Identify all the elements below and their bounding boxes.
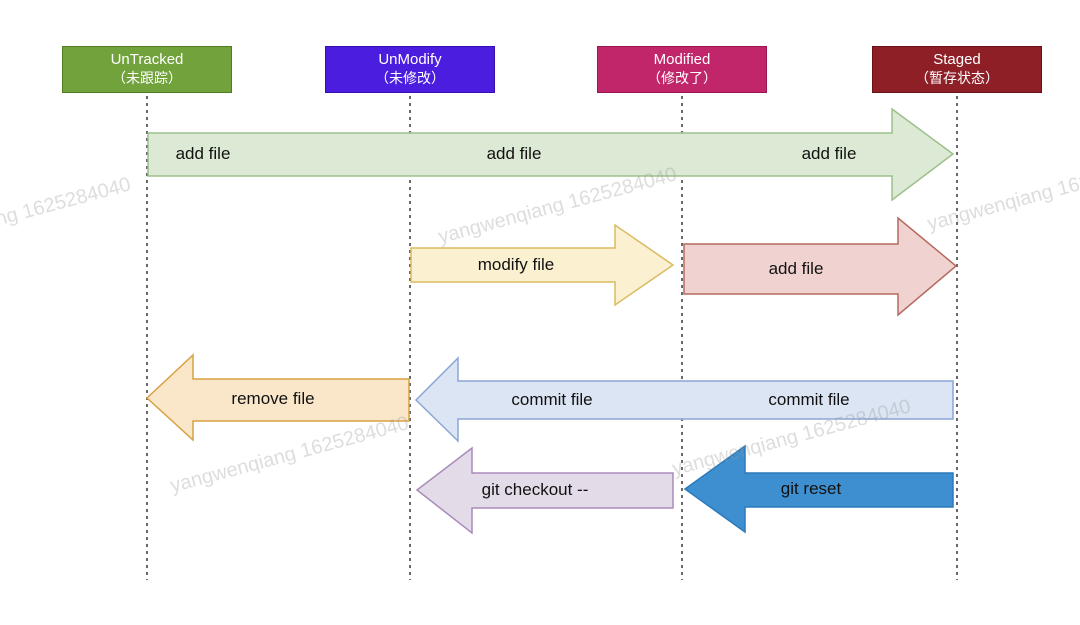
state-name-zh: （暂存状态） <box>915 70 999 87</box>
arrow-label-git-reset: git reset <box>780 479 842 498</box>
commit-file-arrow <box>414 356 954 443</box>
add-file-span-arrow <box>147 107 955 202</box>
state-name: Staged <box>933 51 981 69</box>
state-name-zh: （未修改） <box>375 70 445 87</box>
arrow-label-commit-file-2: commit file <box>768 390 850 409</box>
arrow-label-modify-file: modify file <box>477 255 555 274</box>
state-name: Modified <box>653 51 711 69</box>
state-name-zh: （未跟踪） <box>112 70 182 87</box>
arrow-label-add-file-3: add file <box>801 144 857 163</box>
add-file-stage-arrow <box>683 216 958 317</box>
arrow-label-add-file-2: add file <box>486 144 542 163</box>
git-reset-arrow <box>683 444 954 534</box>
arrow-label-commit-file-1: commit file <box>511 390 593 409</box>
state-box-staged: Staged （暂存状态） <box>872 46 1042 93</box>
arrow-label-add-file-stage: add file <box>768 259 824 278</box>
state-name-zh: （修改了） <box>647 70 717 87</box>
arrow-label-add-file-1: add file <box>175 144 231 163</box>
state-box-untracked: UnTracked （未跟踪） <box>62 46 232 93</box>
state-name: UnTracked <box>110 51 184 69</box>
state-box-unmodify: UnModify （未修改） <box>325 46 495 93</box>
arrow-label-remove-file: remove file <box>231 389 315 408</box>
git-checkout-arrow <box>415 446 674 535</box>
state-name: UnModify <box>378 51 442 69</box>
modify-file-arrow <box>410 223 675 307</box>
state-box-modified: Modified （修改了） <box>597 46 767 93</box>
remove-file-arrow <box>145 353 410 442</box>
arrow-label-git-checkout: git checkout -- <box>481 480 589 499</box>
